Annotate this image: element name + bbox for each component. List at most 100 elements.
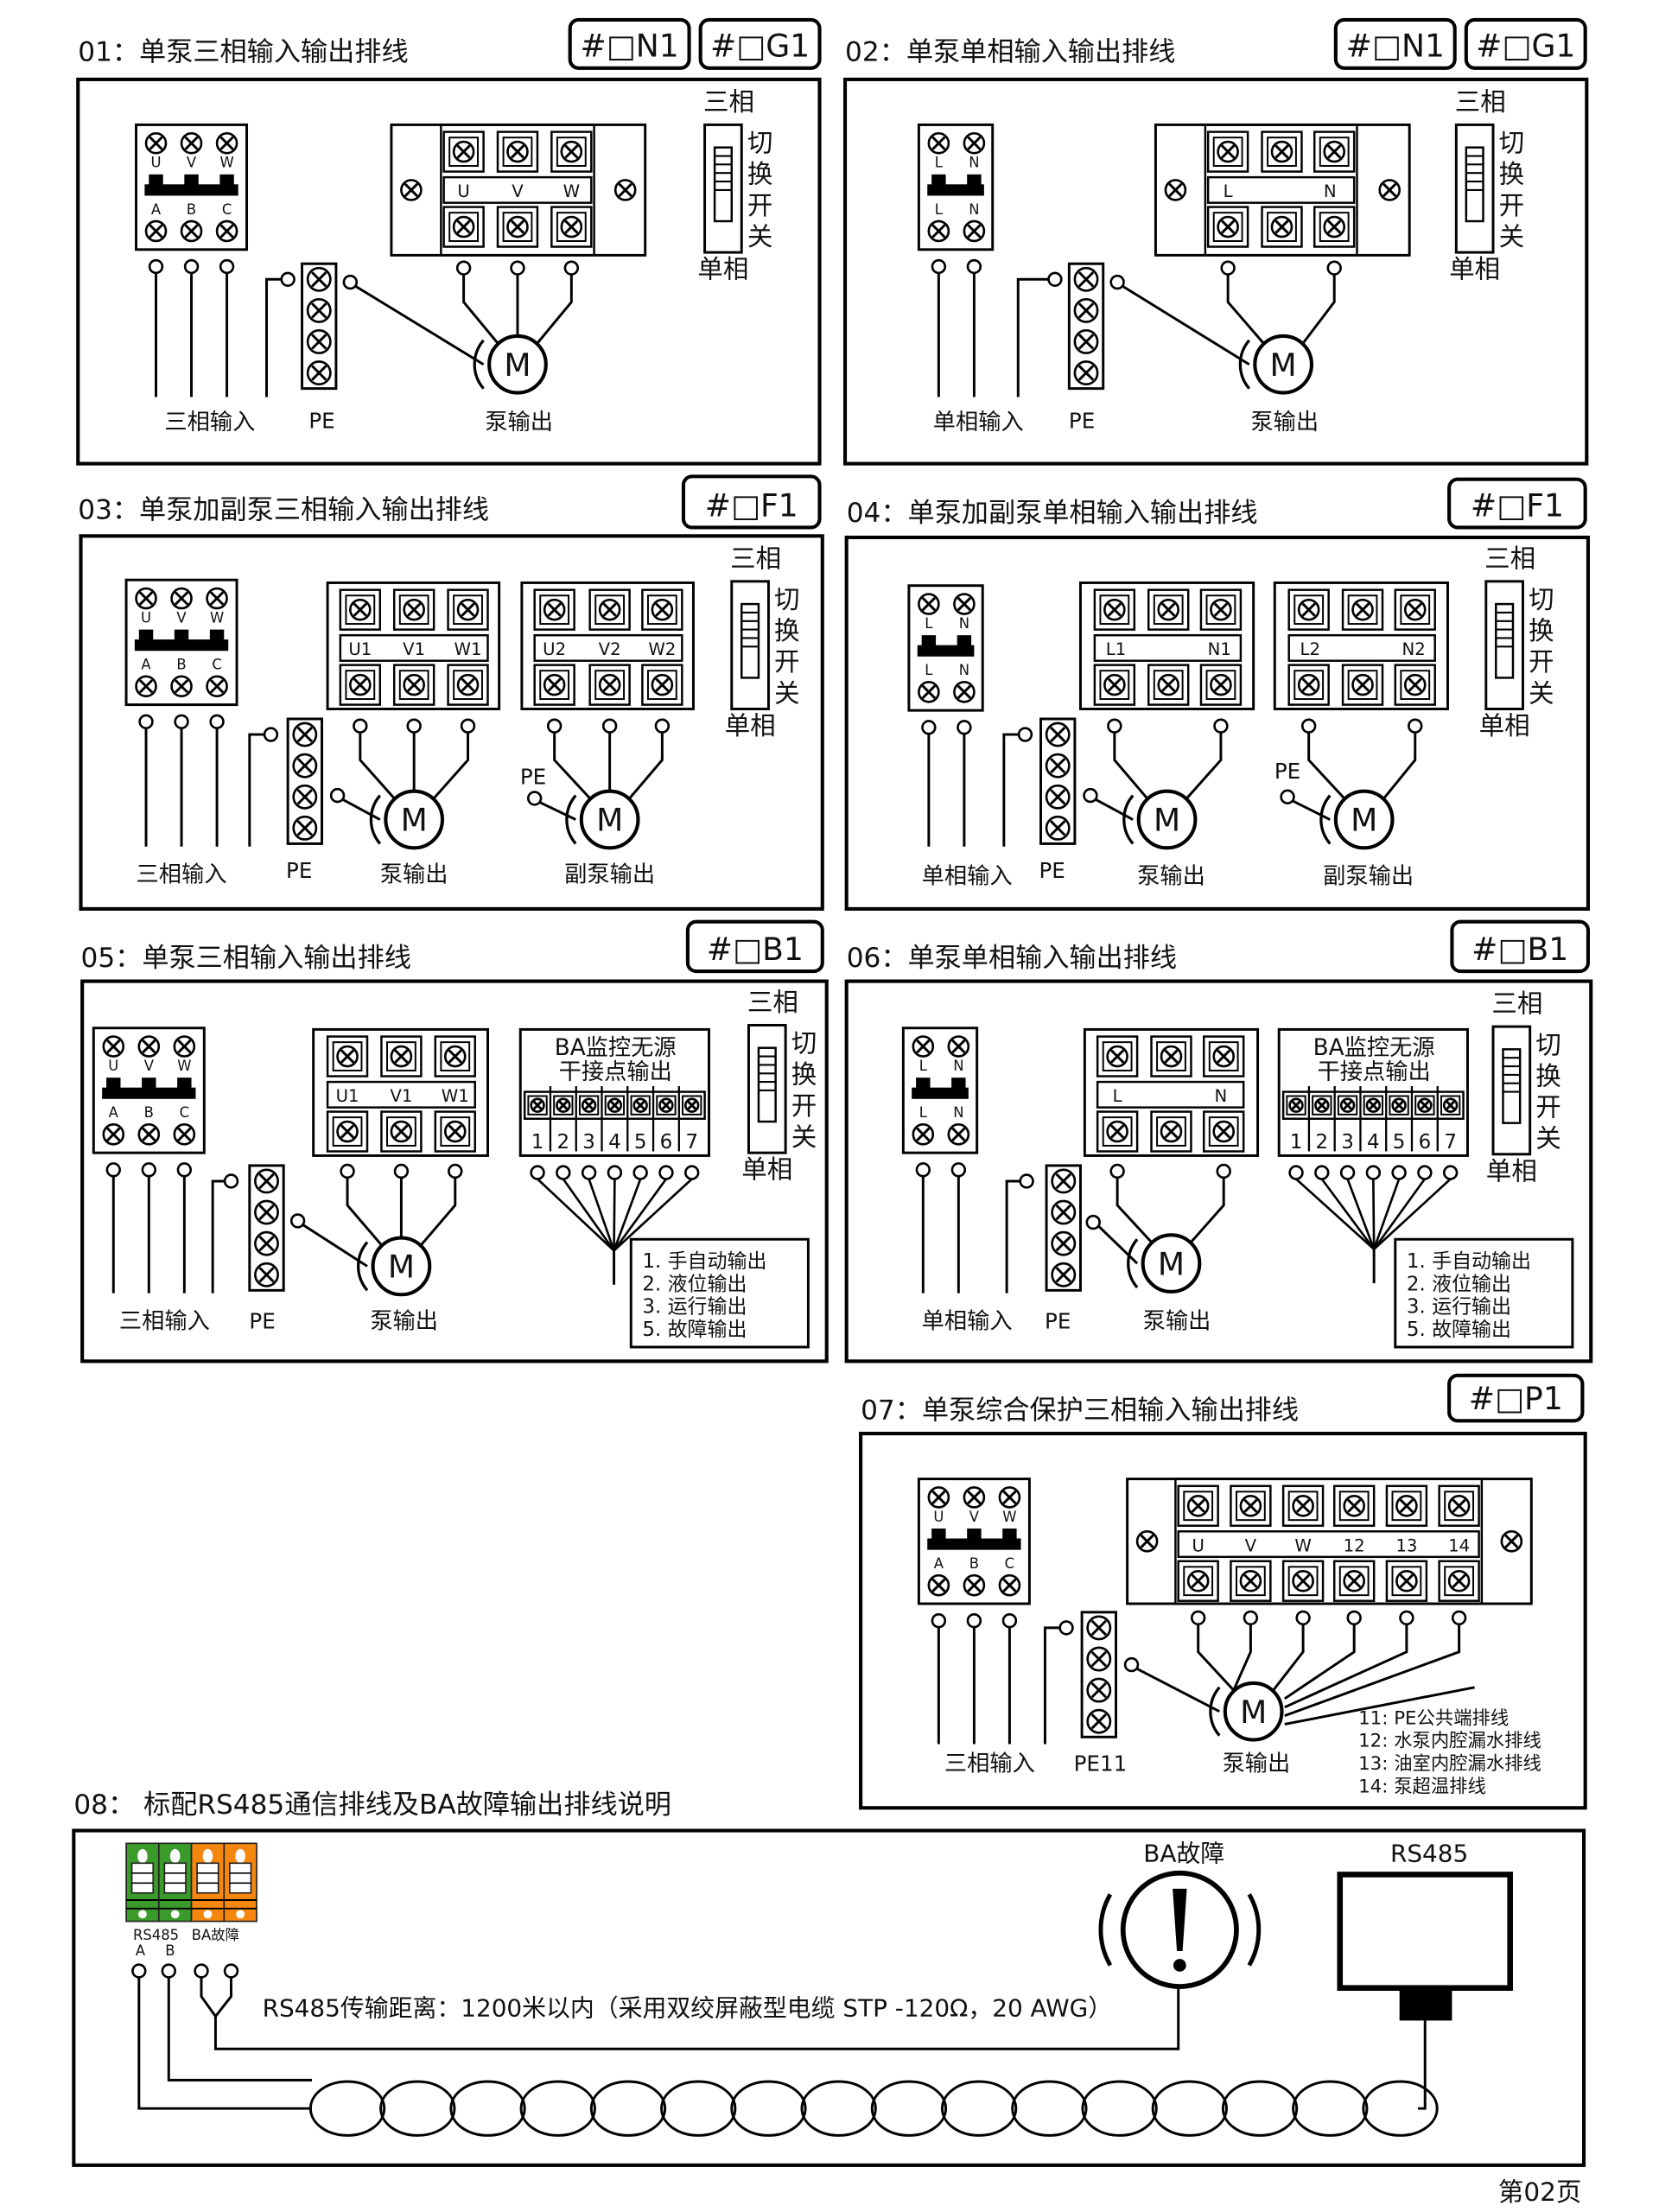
switch-label-char: 切: [1499, 129, 1525, 158]
breaker-bar: [134, 639, 229, 652]
warning-exclamation: [1173, 1888, 1187, 1952]
breaker-top-label: N: [959, 615, 969, 632]
wire-lug: [342, 274, 359, 290]
switch-label-char: 切: [774, 585, 800, 614]
wire: [613, 1179, 642, 1251]
motor-arc: [565, 794, 577, 845]
wire: [1292, 799, 1331, 821]
terminal-label-strip: [326, 1080, 476, 1109]
breaker-bottom-label: A: [109, 1104, 119, 1121]
model-badge: [1464, 17, 1587, 70]
panel-frame: [79, 534, 824, 911]
switch-label-char: 关: [747, 222, 773, 251]
breaker-toggle: [931, 174, 946, 186]
terminal-frame: [1156, 1041, 1186, 1071]
input-label: 三相输入: [944, 1751, 1035, 1777]
screw-cross-icon: [1055, 1235, 1071, 1252]
wire: [613, 1178, 693, 1252]
ba-terminal-number: 5: [1393, 1131, 1406, 1154]
twisted-pair-wire: [379, 2080, 456, 2137]
screw-cross-icon: [177, 1039, 192, 1054]
motor-label: M: [388, 1249, 415, 1286]
model-badge: [698, 17, 822, 70]
model-badge-label: #□N1: [1346, 28, 1445, 65]
terminal-label: L1: [1106, 639, 1127, 659]
wire-lug: [1314, 1165, 1330, 1180]
breaker-bottom-label: L: [919, 1104, 928, 1121]
breaker-toggle: [967, 1529, 982, 1541]
motor-arc: [357, 1241, 369, 1292]
screw-cross-icon: [340, 1124, 355, 1139]
ba-legend-item: 1. 手自动输出: [1407, 1250, 1531, 1273]
wire-lug: [1326, 260, 1342, 276]
wire-lug: [684, 1165, 700, 1180]
screw-cross-icon: [661, 1100, 671, 1110]
aux-output-label: 副泵输出: [1323, 863, 1414, 889]
screw-cross-icon: [1213, 677, 1229, 692]
model-badge-label: #□G1: [710, 28, 810, 65]
breaker-top-label: L: [935, 155, 944, 171]
breaker-toggle: [209, 629, 225, 641]
wire-lug: [289, 1213, 306, 1229]
screw-cross-icon: [1109, 1124, 1125, 1139]
breaker-top-label: V: [187, 155, 197, 171]
note-item: 14: 泵超温排线: [1358, 1776, 1486, 1797]
screw-cross-icon: [1191, 1498, 1205, 1513]
ba-terminal-number: 7: [685, 1131, 698, 1154]
motor-icon: [1136, 789, 1198, 850]
rs485-terminal-label: RS485: [133, 1927, 179, 1943]
motor-arc: [1122, 794, 1135, 845]
terminal-label: N1: [1208, 639, 1231, 659]
terminal-label: U: [1192, 1535, 1204, 1555]
wire: [539, 801, 576, 821]
screw-cross-icon: [1327, 144, 1342, 159]
breaker-bottom-label: L: [935, 201, 944, 218]
terminal-frame: [646, 670, 677, 701]
switch-label-char: 切: [747, 129, 773, 158]
screw-cross-icon: [1055, 1267, 1071, 1283]
breaker-bottom-label: B: [144, 1104, 154, 1121]
wire-lug: [393, 1163, 410, 1179]
breaker-toggle: [174, 629, 189, 641]
breaker-toggle: [149, 174, 163, 186]
wire-lug: [581, 1165, 597, 1180]
breaker-bottom-label: B: [176, 657, 186, 673]
wire: [1136, 1668, 1220, 1713]
panel-frame: [859, 1432, 1587, 1810]
screw-cross-icon: [1446, 1100, 1456, 1110]
screw-cross-icon: [1243, 1498, 1258, 1513]
output-label: 泵输出: [485, 410, 553, 435]
module-hole: [169, 1848, 181, 1864]
switch-label-top: 三相: [1484, 543, 1535, 573]
wire-lug: [1300, 718, 1317, 734]
rs485-connector: [1399, 1987, 1452, 2021]
screw-cross-icon: [951, 1127, 966, 1141]
screw-cross-icon: [184, 136, 199, 150]
wire: [1232, 1624, 1252, 1691]
terminal-frame: [386, 1041, 416, 1071]
wire: [355, 285, 485, 366]
wire-lug: [1047, 271, 1063, 287]
screw-cross-icon: [106, 1039, 121, 1054]
terminal-frame: [1338, 1566, 1370, 1597]
screw-cross-icon: [404, 182, 419, 198]
ba-terminal-number: 5: [634, 1131, 647, 1154]
wire-lug: [219, 258, 235, 275]
screw-cross-icon: [456, 219, 471, 234]
breaker-bottom-label: L: [925, 662, 933, 678]
screw-cross-icon: [209, 591, 225, 606]
pe-label: PE11: [1074, 1751, 1128, 1777]
screw-cross-icon: [1217, 1049, 1231, 1064]
terminal-label-strip: [1287, 633, 1436, 662]
wire: [1005, 1179, 1020, 1294]
breaker-top-label: V: [969, 1509, 980, 1525]
terminal-frame: [1208, 1116, 1239, 1147]
breaker-toggle: [138, 629, 154, 641]
terminal-frame: [398, 594, 429, 626]
screw-cross-icon: [448, 1124, 462, 1139]
terminal-label-strip: [1093, 633, 1243, 662]
wire-lug: [1017, 727, 1033, 742]
terminal-label: L: [1224, 181, 1233, 201]
